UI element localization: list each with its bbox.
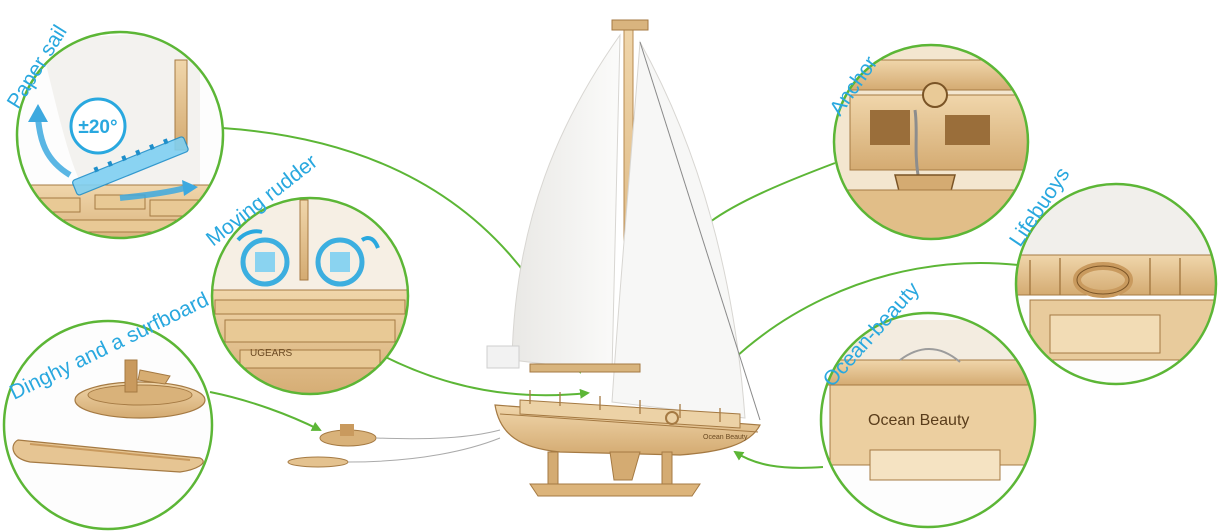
- hull-name-small: Ocean Beauty: [703, 434, 748, 441]
- callout-paper-sail: ±20° Paper sail: [3, 21, 225, 240]
- hull: [494, 404, 761, 456]
- callout-dinghy: Dinghy and a surfboard: [2, 288, 214, 531]
- display-stand: [529, 483, 701, 497]
- callout-moving-rudder: UGEARS Moving rudder: [202, 150, 410, 396]
- callout-lifebuoys: Lifebuoys: [1005, 163, 1218, 386]
- arrow-dinghy: [209, 391, 322, 431]
- hull-name-engraving: Ocean Beauty: [868, 412, 969, 429]
- rotate-up-icon: [35, 117, 72, 178]
- steering-wheel-right: [315, 237, 365, 287]
- callout-ocean-beauty: Ocean Beauty Ocean-beauty: [819, 278, 1037, 529]
- rotate-side-icon: [119, 185, 186, 201]
- towed-surfboard: [287, 456, 349, 468]
- arrow-ocean-beauty: [733, 450, 824, 469]
- arrow-rudder: [371, 349, 590, 399]
- main-sail: [511, 33, 621, 373]
- stern-brand: UGEARS: [250, 348, 293, 359]
- anchor-chain: [913, 109, 920, 176]
- sail-angle-text: ±20°: [78, 117, 117, 138]
- callout-anchor: Anchor: [825, 43, 1030, 241]
- steering-wheel-left: [240, 237, 290, 287]
- sail-angle-badge: [69, 97, 127, 155]
- arrow-anchor: [709, 162, 836, 223]
- yacht-model: Ocean Beauty: [287, 19, 761, 497]
